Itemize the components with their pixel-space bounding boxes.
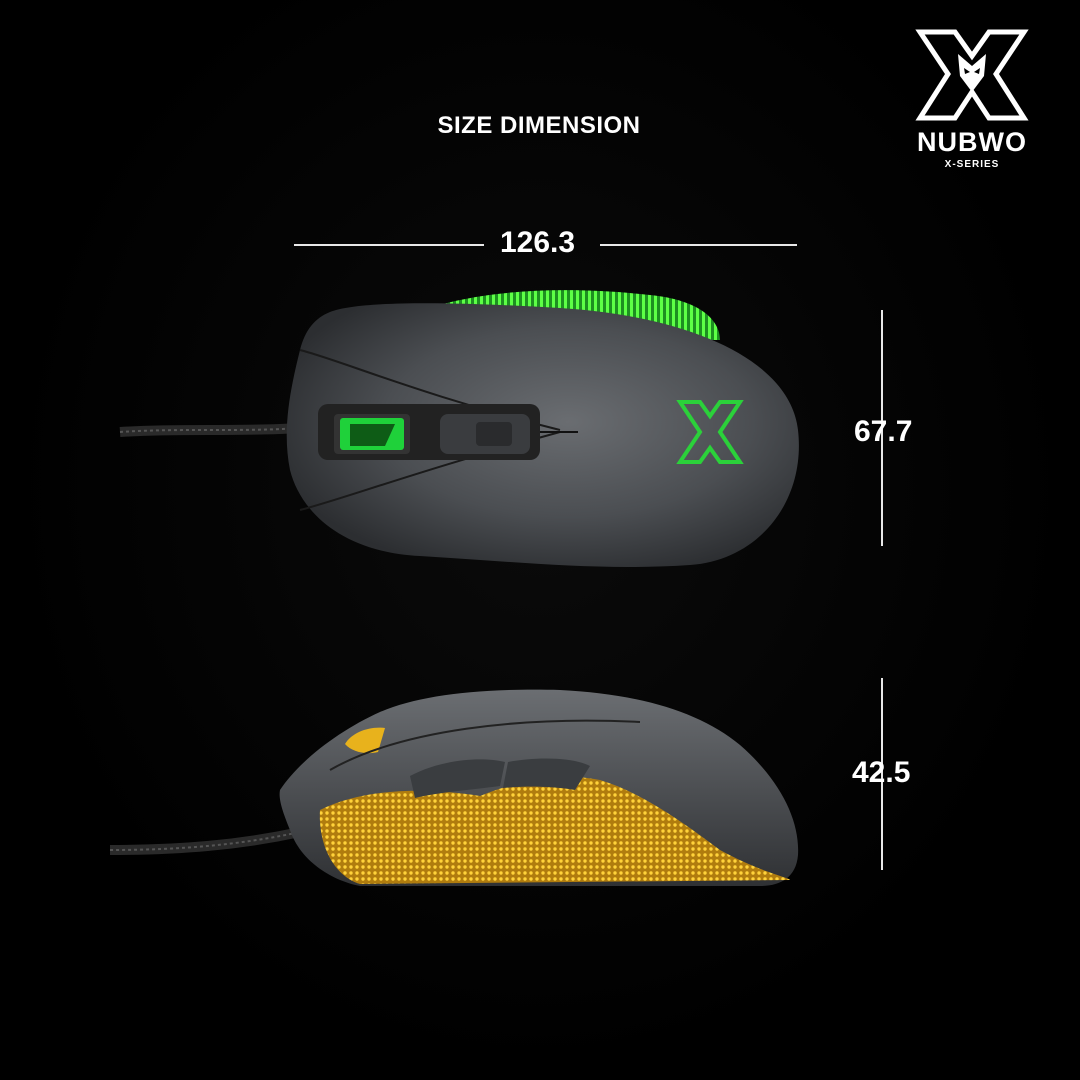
width-dimension-label: 67.7 <box>854 415 913 448</box>
width-dimension-line <box>881 310 883 546</box>
mouse-top-view <box>119 290 799 567</box>
length-dimension-line-right <box>600 244 797 246</box>
length-dimension-label: 126.3 <box>500 226 576 259</box>
page-title: SIZE DIMENSION <box>437 112 641 139</box>
length-dimension-line-left <box>294 244 484 246</box>
brand-name: NUBWO <box>917 127 1027 157</box>
mouse-side-view <box>109 689 799 886</box>
height-dimension-label: 42.5 <box>852 756 911 789</box>
wolf-x-logo-icon <box>910 26 1035 176</box>
brand-series: X-SERIES <box>944 159 1000 170</box>
height-dimension-line <box>881 678 883 870</box>
